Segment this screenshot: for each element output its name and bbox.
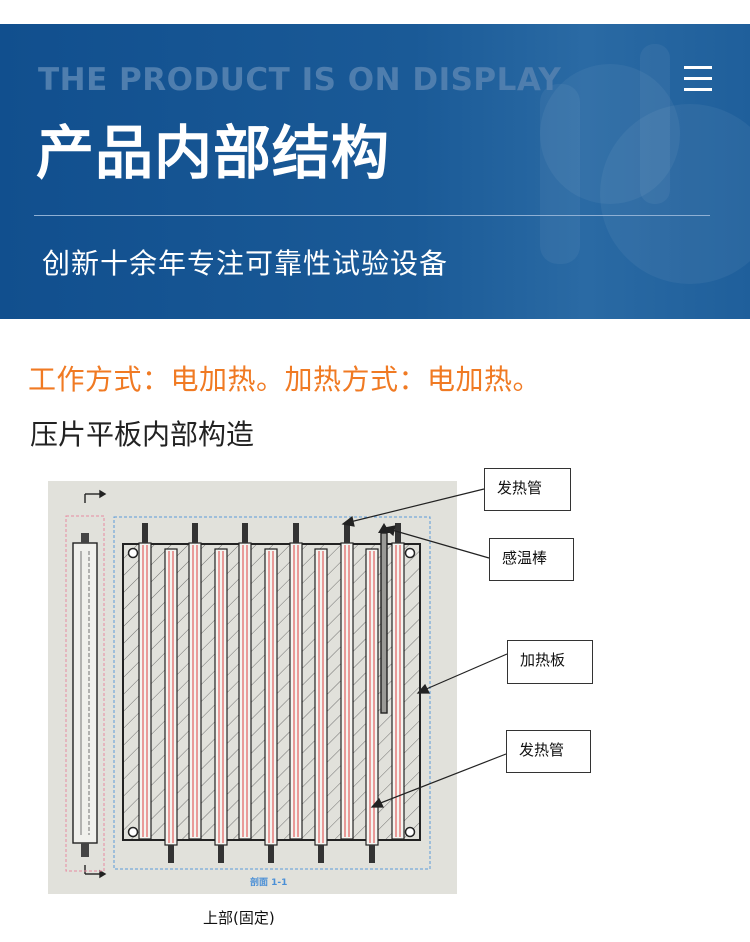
heating-tube xyxy=(238,542,252,840)
heating-tube xyxy=(289,542,303,840)
banner-divider xyxy=(34,215,710,216)
tube-terminal-top xyxy=(395,523,401,543)
hero-banner: THE PRODUCT IS ON DISPLAY 产品内部结构 创新十余年专注… xyxy=(0,24,750,319)
side-view-boundary xyxy=(65,515,105,872)
mounting-hole xyxy=(127,826,139,838)
side-view-body xyxy=(72,542,98,844)
tube-terminal-top xyxy=(192,523,198,543)
tube-terminal-bottom xyxy=(168,845,174,863)
work-mode-text: 工作方式：电加热。加热方式：电加热。 xyxy=(28,363,542,396)
banner-decoration xyxy=(540,44,750,284)
tube-terminal-top xyxy=(142,523,148,543)
tube-terminal-bottom xyxy=(318,845,324,863)
section-marker-bottom xyxy=(84,865,107,879)
mounting-hole xyxy=(127,547,139,559)
tube-terminal-top xyxy=(293,523,299,543)
tube-terminal-bottom xyxy=(218,845,224,863)
technical-drawing: 剖面 1-1 xyxy=(48,481,457,894)
mounting-hole xyxy=(404,547,416,559)
tube-terminal-bottom xyxy=(369,845,375,863)
tube-terminal-top xyxy=(344,523,350,543)
page-title: 产品内部结构 xyxy=(36,119,391,187)
temperature-rod xyxy=(380,532,388,714)
plate-boundary xyxy=(113,516,431,870)
heating-tube xyxy=(365,548,379,846)
heating-tube xyxy=(264,548,278,846)
section-title: 压片平板内部构造 xyxy=(30,418,255,451)
tube-terminal-top xyxy=(242,523,248,543)
side-view-stub-top xyxy=(81,533,89,543)
heating-tube xyxy=(164,548,178,846)
side-view-stub-bottom xyxy=(81,843,89,857)
tube-terminal-bottom xyxy=(268,845,274,863)
label-heating-tube-bottom: 发热管 xyxy=(506,730,591,773)
drawing-caption: 上部(固定) xyxy=(203,909,275,927)
heating-tube xyxy=(340,542,354,840)
label-heating-plate: 加热板 xyxy=(507,640,593,684)
mounting-hole xyxy=(404,826,416,838)
temperature-rod-tip xyxy=(378,523,390,533)
section-marker-top xyxy=(84,489,107,503)
label-heating-tube-top: 发热管 xyxy=(484,468,571,511)
heating-tube xyxy=(214,548,228,846)
heating-tube xyxy=(188,542,202,840)
banner-english-title: THE PRODUCT IS ON DISPLAY xyxy=(38,62,562,98)
section-view-label: 剖面 1-1 xyxy=(250,876,287,888)
banner-subtitle: 创新十余年专注可靠性试验设备 xyxy=(42,247,449,280)
drawing-canvas: 剖面 1-1 xyxy=(65,489,431,888)
heating-tube xyxy=(314,548,328,846)
heating-tube xyxy=(391,542,405,840)
label-temperature-rod: 感温棒 xyxy=(489,538,574,581)
menu-icon[interactable] xyxy=(684,66,712,92)
heating-tube xyxy=(138,542,152,840)
